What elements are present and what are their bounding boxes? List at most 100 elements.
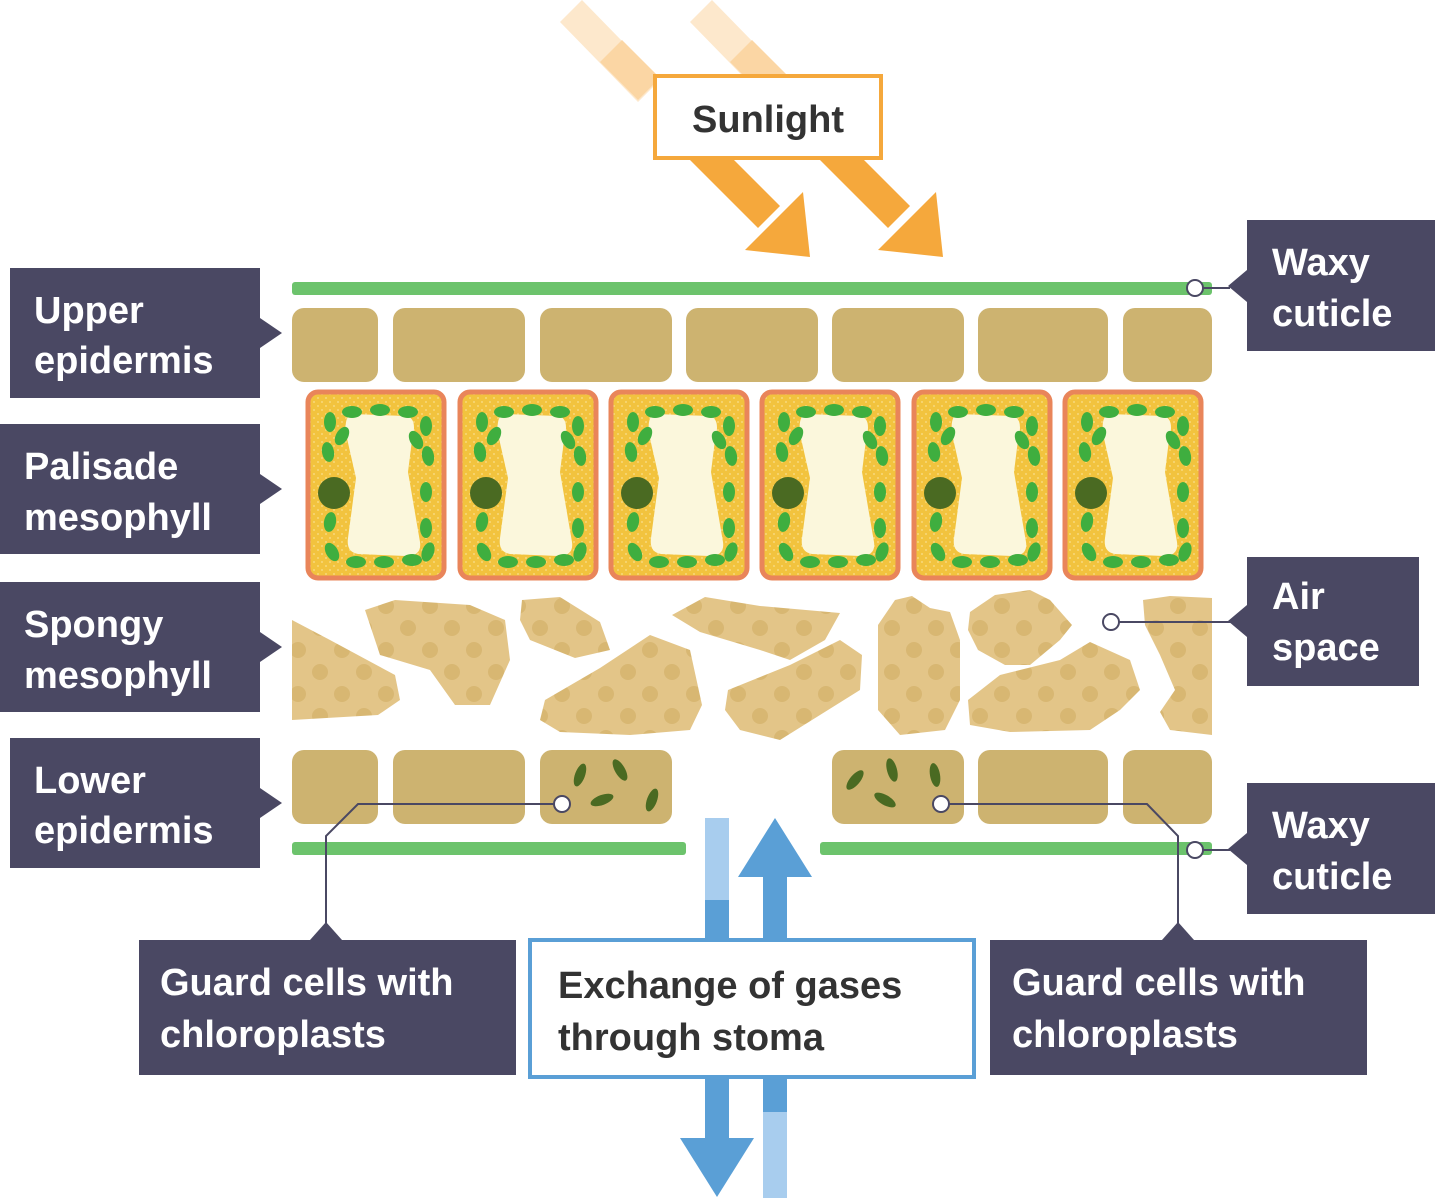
palisade-cell (911, 389, 1053, 581)
sunlight-arrows (560, 0, 943, 257)
chloroplast (701, 406, 721, 418)
chloroplast (976, 404, 996, 416)
chloroplast (723, 416, 735, 436)
chloroplast (627, 412, 639, 432)
chloroplast (370, 404, 390, 416)
chloroplast (673, 404, 693, 416)
sunlight-label: Sunlight (692, 99, 844, 141)
nucleus (924, 477, 956, 509)
nucleus (1075, 477, 1107, 509)
chloroplast (1159, 554, 1179, 566)
chloroplast (862, 430, 878, 450)
chloroplast (930, 542, 946, 562)
chloroplast (824, 404, 844, 416)
chloroplast (852, 406, 872, 418)
lower-waxy-cuticle-left (292, 842, 686, 855)
chloroplast (346, 556, 366, 568)
palisade-cell (457, 389, 599, 581)
chloroplast (1008, 554, 1028, 566)
chloroplast (1026, 518, 1038, 538)
svg-text:Upper: Upper (34, 290, 144, 332)
chloroplast (874, 518, 886, 538)
chloroplast (724, 542, 738, 562)
label-spongy-mesophyll: Spongy mesophyll (0, 582, 282, 712)
upper-waxy-cuticle (292, 282, 1212, 295)
chloroplast (778, 542, 794, 562)
svg-text:Spongy: Spongy (24, 604, 163, 646)
chloroplast (526, 556, 546, 568)
label-air-space: Air space (1102, 557, 1419, 686)
palisade-cell (1062, 389, 1204, 581)
label-guard-cells-right: Guard cells with chloroplasts (932, 795, 1367, 1075)
sunlight-arrow-shaft-2 (820, 138, 910, 228)
svg-text:cuticle: cuticle (1272, 856, 1392, 898)
chloroplast (573, 542, 587, 562)
label-waxy-cuticle-bottom: Waxy cuticle (1186, 783, 1435, 914)
label-waxy-cuticle-top: Waxy cuticle (1186, 220, 1435, 351)
nucleus (772, 477, 804, 509)
chloroplast (1080, 512, 1094, 532)
chloroplast (494, 406, 514, 418)
chloroplast (637, 426, 653, 446)
svg-text:epidermis: epidermis (34, 810, 214, 852)
svg-text:Air: Air (1272, 576, 1325, 618)
vacuole (951, 414, 1027, 556)
chloroplast (1103, 556, 1123, 568)
svg-text:space: space (1272, 627, 1380, 669)
chloroplast (929, 512, 943, 532)
chloroplast (875, 446, 889, 466)
svg-text:Guard cells with: Guard cells with (160, 962, 454, 1004)
chloroplast (1026, 416, 1038, 436)
chloroplast (724, 446, 738, 466)
chloroplast (1165, 430, 1181, 450)
chloroplast (573, 446, 587, 466)
svg-text:mesophyll: mesophyll (24, 655, 212, 697)
chloroplast (476, 542, 492, 562)
chloroplast (473, 442, 487, 462)
chloroplast (1091, 426, 1107, 446)
svg-text:Guard cells with: Guard cells with (1012, 962, 1306, 1004)
svg-text:Palisade: Palisade (24, 446, 178, 488)
chloroplast (572, 518, 584, 538)
chloroplast (498, 556, 518, 568)
chloroplast (980, 556, 1000, 568)
chloroplast (486, 426, 502, 446)
chloroplast (1014, 430, 1030, 450)
chloroplast (626, 512, 640, 532)
chloroplast (930, 412, 942, 432)
svg-text:Lower: Lower (34, 760, 146, 802)
chloroplast (1177, 518, 1189, 538)
chloroplast (560, 430, 576, 450)
sunlight-arrow-head-1 (745, 192, 810, 257)
gas-arrow-down-head (680, 1138, 754, 1197)
chloroplast (342, 406, 362, 418)
chloroplast (334, 426, 350, 446)
chloroplast (420, 416, 432, 436)
nucleus (621, 477, 653, 509)
vacuole (648, 414, 724, 556)
label-upper-epidermis: Upper epidermis (10, 268, 282, 398)
palisade-cell (305, 389, 447, 581)
chloroplast (324, 542, 340, 562)
chloroplast (522, 404, 542, 416)
palisade-cell (608, 389, 750, 581)
gas-exchange-arrows (680, 818, 812, 1198)
chloroplast (677, 556, 697, 568)
chloroplast (420, 482, 432, 502)
chloroplast (1081, 412, 1093, 432)
svg-text:epidermis: epidermis (34, 340, 214, 382)
chloroplast (940, 426, 956, 446)
chloroplast (324, 412, 336, 432)
chloroplast (1127, 404, 1147, 416)
guard-cell-chloroplasts (573, 758, 941, 812)
chloroplast (1078, 442, 1092, 462)
chloroplast (711, 430, 727, 450)
chloroplast (828, 556, 848, 568)
chloroplast (1177, 416, 1189, 436)
stoma-exchange-box: Exchange of gases through stoma (528, 938, 976, 1079)
sunlight-arrow-head-2 (878, 192, 943, 257)
chloroplast (796, 406, 816, 418)
svg-text:mesophyll: mesophyll (24, 497, 212, 539)
chloroplast (788, 426, 804, 446)
label-guard-cells-left: Guard cells with chloroplasts (139, 795, 571, 1075)
